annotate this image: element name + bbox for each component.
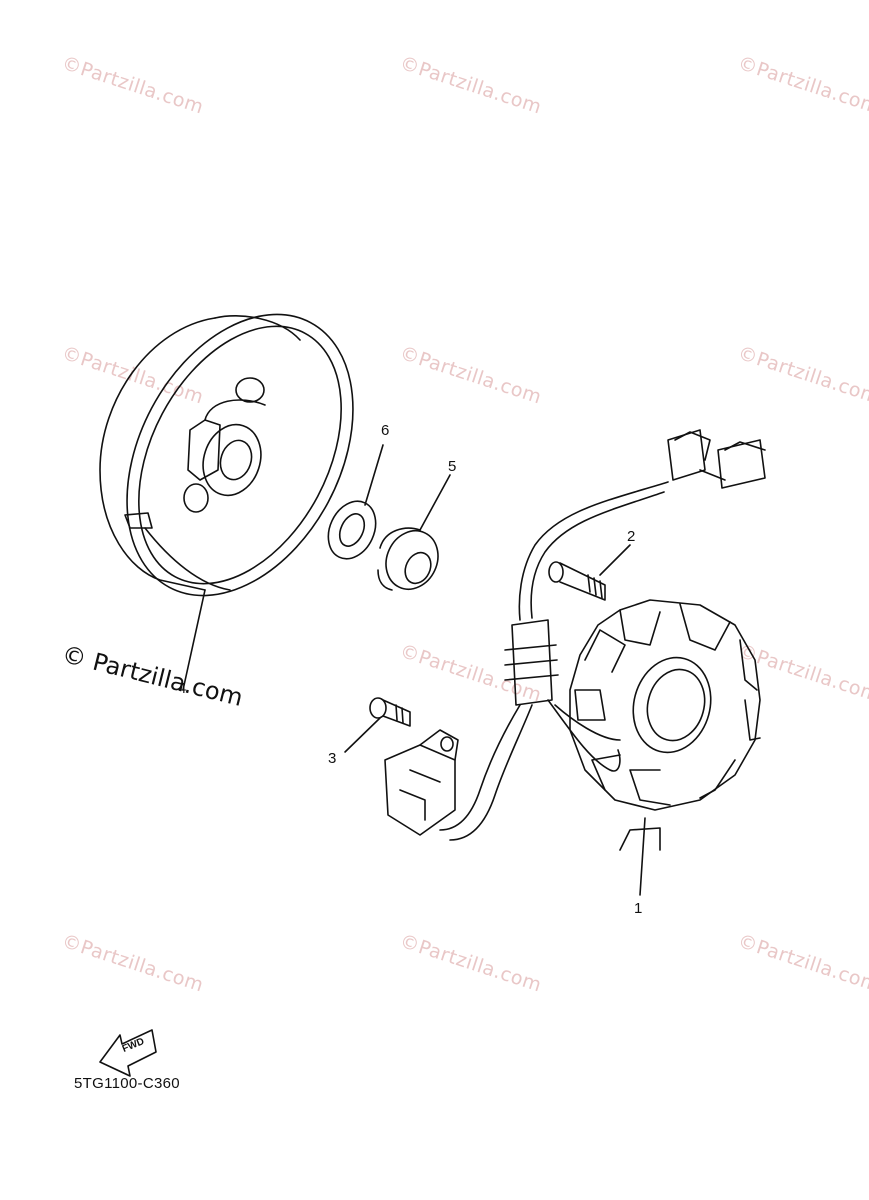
callout-5: 5 xyxy=(448,458,457,475)
callout-6: 6 xyxy=(381,422,390,439)
flywheel-rotor xyxy=(99,313,354,597)
wire-harness xyxy=(439,429,766,841)
leader-1 xyxy=(639,817,646,896)
leader-2 xyxy=(599,544,631,576)
collar-nut xyxy=(377,527,439,591)
leader-5 xyxy=(419,474,451,531)
washer xyxy=(327,500,377,560)
leader-6 xyxy=(364,444,384,506)
screw-short xyxy=(369,697,411,727)
callout-1: 1 xyxy=(634,900,643,917)
pickup-coil xyxy=(384,729,459,836)
fwd-arrow-icon xyxy=(99,1029,157,1077)
leader-3 xyxy=(344,717,381,753)
diagram-code: 5TG1100-C360 xyxy=(74,1075,180,1092)
callout-2: 2 xyxy=(627,528,636,545)
leader-4 xyxy=(182,589,206,691)
callout-4: 4 xyxy=(178,680,187,697)
callout-3: 3 xyxy=(328,750,337,767)
bolt-long xyxy=(548,561,606,601)
stator-coil xyxy=(569,599,761,851)
